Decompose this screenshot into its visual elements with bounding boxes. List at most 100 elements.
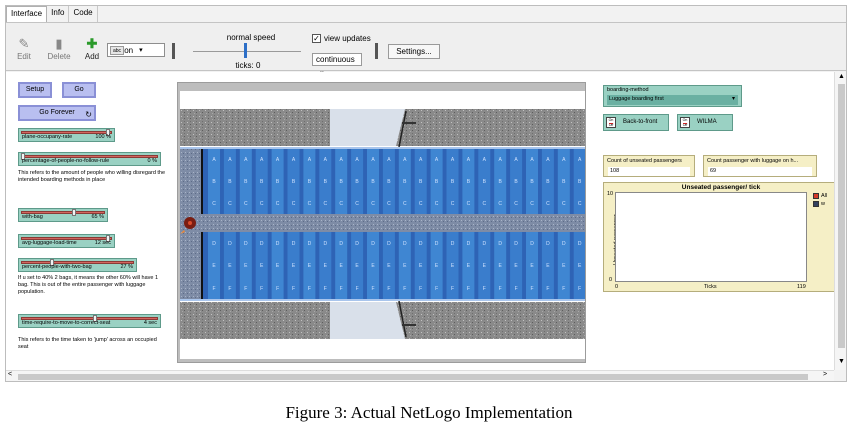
- update-mode-select[interactable]: continuous ⌄: [312, 53, 362, 75]
- tab-bar: Interface Info Code: [6, 6, 98, 22]
- slider-thumb[interactable]: [106, 129, 110, 136]
- seat-letter: C: [451, 201, 455, 207]
- settings-button[interactable]: Settings...: [388, 44, 440, 59]
- seat-letter: E: [467, 263, 471, 269]
- seat-letter: A: [340, 157, 344, 163]
- go-forever-button[interactable]: Go Forever ↻: [18, 105, 96, 121]
- plot-x-min: 0: [615, 284, 619, 290]
- slider-thumb[interactable]: [71, 209, 76, 216]
- seat-letter: B: [435, 179, 439, 185]
- seat-letter: E: [324, 263, 328, 269]
- chooser-value-text: Luggage boarding first: [609, 96, 664, 102]
- scroll-up-icon[interactable]: ▲: [838, 73, 845, 80]
- seat-letter: F: [356, 286, 359, 292]
- seat-letter: D: [435, 241, 439, 247]
- slider-value: 27 %: [120, 264, 133, 270]
- seat-letter: F: [578, 286, 581, 292]
- seat-letter: E: [562, 263, 566, 269]
- seat-letter: F: [244, 286, 247, 292]
- slider-time-require-to-move-to-correct-seat[interactable]: time-require-to-move-to-correct-seat 4 s…: [18, 314, 161, 328]
- speed-label: normal speed: [226, 33, 276, 42]
- widget-type-select[interactable]: abc Button ▾: [107, 43, 165, 57]
- toolbar-divider: [172, 43, 175, 59]
- seat-letter: B: [546, 179, 550, 185]
- vertical-scrollbar[interactable]: ▲ ▼: [834, 72, 846, 370]
- seat-letter: F: [371, 286, 374, 292]
- seat-letter: F: [515, 286, 518, 292]
- monitor-value: 108: [608, 167, 690, 176]
- view-updates-checkbox[interactable]: ✓ view updates: [312, 34, 371, 43]
- slider-plane-occupany-rate[interactable]: plane-occupany-rate 100 %: [18, 128, 115, 142]
- seat-letter: F: [403, 286, 406, 292]
- lower-jetbridge: [330, 302, 405, 339]
- scroll-left-icon[interactable]: <: [8, 371, 13, 378]
- seat-letter: A: [546, 157, 550, 163]
- speed-slider-track[interactable]: [193, 51, 301, 52]
- seat-letter: B: [578, 179, 582, 185]
- tab-info[interactable]: Info: [47, 6, 70, 22]
- slider-thumb[interactable]: [49, 259, 54, 266]
- slider-thumb[interactable]: [93, 315, 98, 322]
- scroll-down-icon[interactable]: ▼: [838, 358, 845, 365]
- slider-avg-luggage-load-time[interactable]: avg-luggage-load-time 12 sec: [18, 234, 115, 248]
- chevron-down-icon: ▾: [731, 96, 735, 102]
- slider-name: avg-luggage-load-time: [22, 240, 77, 246]
- scrollbar-thumb[interactable]: [18, 374, 808, 380]
- tab-code[interactable]: Code: [69, 6, 98, 22]
- chooser-value[interactable]: Luggage boarding first ▾: [607, 95, 738, 105]
- note-move-seat: This refers to the time taken to 'jump' …: [18, 337, 157, 350]
- setup-button[interactable]: Setup: [18, 82, 52, 98]
- seat-letter: D: [355, 241, 359, 247]
- seat-letter: A: [324, 157, 328, 163]
- seat-letter: A: [244, 157, 248, 163]
- slider-thumb[interactable]: [106, 235, 110, 242]
- seat-letter: D: [292, 241, 296, 247]
- checkmark-icon: ✓: [312, 34, 321, 43]
- view-updates-label: view updates: [324, 34, 371, 43]
- seat-letter: F: [419, 286, 422, 292]
- monitor-value: 69: [708, 167, 812, 176]
- legend-all: All: [813, 193, 827, 199]
- tab-interface[interactable]: Interface: [6, 6, 48, 22]
- button-swatch-icon: abc: [110, 45, 124, 55]
- seat-letter: A: [292, 157, 296, 163]
- seat-letter: F: [387, 286, 390, 292]
- seat-letter: A: [387, 157, 391, 163]
- slider-with-bag[interactable]: with-bag 65 %: [18, 208, 108, 222]
- legend-swatch: [813, 193, 819, 199]
- interface-canvas: Setup Go Go Forever ↻ plane-occupany-rat…: [6, 72, 837, 370]
- seat-letter: D: [244, 241, 248, 247]
- seat-letter: B: [260, 179, 264, 185]
- seat-letter: C: [419, 201, 423, 207]
- seat-letter: C: [212, 201, 216, 207]
- edit-tool[interactable]: ✎ Edit: [11, 36, 37, 61]
- scrollbar-thumb[interactable]: [838, 84, 845, 348]
- go-button[interactable]: Go: [62, 82, 96, 98]
- seat-letter: A: [419, 157, 423, 163]
- seat-letter: A: [562, 157, 566, 163]
- horizontal-scrollbar[interactable]: < >: [6, 370, 834, 381]
- boarding-method-chooser[interactable]: boarding-method Luggage boarding first ▾: [603, 85, 742, 107]
- seat-letter: C: [292, 201, 296, 207]
- seat-letter: C: [498, 201, 502, 207]
- seat-letter: B: [324, 179, 328, 185]
- scroll-right-icon[interactable]: >: [823, 371, 828, 378]
- seat-letter: D: [498, 241, 502, 247]
- add-tool[interactable]: ✚ Add: [79, 36, 105, 61]
- seat-letter: C: [371, 201, 375, 207]
- seat-letter: C: [244, 201, 248, 207]
- delete-tool[interactable]: ▮ Delete: [44, 36, 74, 61]
- slider-percentage-of-people-no-follow-rule[interactable]: percentage-of-people-no-follow-rule 0 %: [18, 152, 161, 166]
- slider-bar: [21, 211, 105, 214]
- speed-slider-thumb[interactable]: [244, 43, 247, 58]
- seat-letter: E: [228, 263, 232, 269]
- seat-letter: A: [260, 157, 264, 163]
- seat-letter: D: [451, 241, 455, 247]
- seat-letter: F: [546, 286, 549, 292]
- slider-thumb[interactable]: [21, 153, 25, 160]
- slider-percent-people-with-two-bag[interactable]: percent-people-with-two-bag 27 %: [18, 258, 137, 272]
